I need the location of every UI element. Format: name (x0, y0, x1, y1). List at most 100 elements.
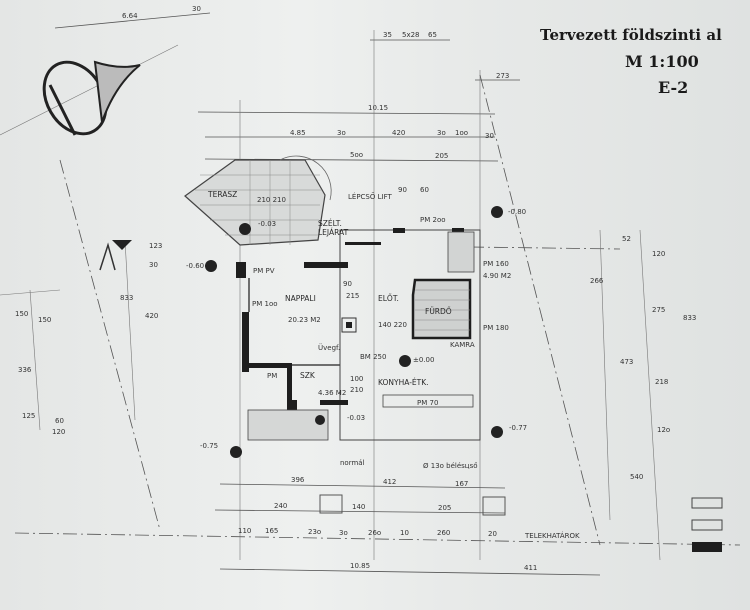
plan-annotation: 90 (343, 280, 352, 288)
room-label-kamra: KAMRA (450, 341, 475, 349)
room-label-szelfogo: SZÉLT. (318, 219, 342, 228)
plan-annotation: 110 (238, 527, 251, 535)
plan-annotation: PM 2oo (420, 216, 446, 224)
right-dimensions: 52 120 266 833 275 473 218 540 12o (590, 229, 723, 561)
plan-annotation: 150 (15, 310, 28, 318)
plan-annotation: 411 (524, 564, 537, 572)
plan-annotation: 205 (438, 504, 451, 512)
room-area-nappali: 20.23 M2 (288, 316, 321, 324)
plan-annotation: PM PV (253, 267, 275, 275)
plan-annotation: 3o (337, 129, 346, 137)
plan-annotation: 100 (350, 375, 363, 383)
plan-annotation: PM 1oo (252, 300, 278, 308)
room-label-lejarat: LEJÁRAT (318, 228, 349, 237)
plan-annotation: 833 (120, 294, 133, 302)
bottom-dimensions: 396 412 167 240 140 205 110 165 23o 3o 2… (214, 476, 601, 576)
room-area-szk: 4.36 M2 (318, 389, 346, 397)
plan-annotation: 420 (145, 312, 158, 320)
plan-annotation: 266 (590, 277, 604, 285)
plan-annotation: 65 (428, 31, 437, 39)
plan-annotation: PM 180 (483, 324, 509, 332)
property-line-left (59, 159, 161, 531)
plan-annotation: 218 (655, 378, 668, 386)
plan-annotation: 30 (192, 5, 201, 13)
plan-annotation: 60 (55, 417, 64, 425)
plan-annotation: 215 (346, 292, 359, 300)
plan-annotation: ±0.00 (413, 356, 434, 364)
room-area-furdo: 4.90 M2 (483, 272, 511, 280)
plan-annotation: 30 (149, 261, 158, 269)
plan-annotation: 20 (488, 530, 497, 538)
plan-annotation: 336 (18, 366, 32, 374)
plan-annotation: Ø 13o bélésцső (423, 461, 478, 470)
plan-annotation: -0.60 (186, 262, 204, 270)
plan-annotation: 1oo (455, 129, 468, 137)
plan-annotation: 396 (291, 476, 305, 484)
plan-annotation: PM 70 (417, 399, 438, 407)
plan-annotation: normál (340, 459, 365, 467)
plan-annotation: 420 (392, 129, 405, 137)
plan-annotation: 150 (38, 316, 51, 324)
room-label-eloter: ELŐT. (378, 294, 399, 303)
plan-annotation: 167 (455, 480, 468, 488)
plan-annotation: 26o (368, 529, 381, 537)
terrace: TERASZ 210 210 (184, 155, 332, 246)
plan-annotation: 412 (383, 478, 396, 486)
section-marker-a (99, 242, 116, 271)
plan-annotation: -0.77 (509, 424, 527, 432)
plan-annotation: 6.64 (122, 12, 138, 20)
plan-annotation: 5oo (350, 151, 363, 159)
plan-annotation: Üvegf. (318, 343, 340, 352)
north-arrow-icon (0, 44, 179, 136)
plan-annotation: 10.85 (350, 562, 370, 570)
plan-title: Tervezett földszinti al (540, 26, 722, 44)
plan-annotation: 10.15 (368, 104, 388, 112)
plan-annotation: BM 250 (360, 353, 386, 361)
left-dimensions: 150 150 336 125 60 120 833 420 123 30 (0, 239, 162, 436)
plan-annotation: 210 (350, 386, 363, 394)
plan-annotation: 240 (274, 502, 287, 510)
plan-annotation: 273 (496, 72, 509, 80)
plan-annotation: 120 (652, 250, 665, 258)
plan-annotation: 140 220 (378, 321, 407, 329)
plan-annotation: 23o (308, 528, 321, 536)
plan-annotation: 4.85 (290, 129, 306, 137)
plan-annotation: PM (267, 372, 277, 380)
plan-annotation: 205 (435, 152, 448, 160)
plan-annotation: 473 (620, 358, 633, 366)
plan-annotation: 60 (420, 186, 429, 194)
plan-annotation: 275 (652, 306, 665, 314)
plan-annotation: 120 (52, 428, 65, 436)
property-line-right (479, 74, 601, 546)
plan-annotation: -0.75 (200, 442, 218, 450)
level-markers: -0.80 -0.60 -0.03 ±0.00 -0.75 -0.77 -0.0… (186, 206, 527, 458)
plan-annotation: 210 210 (257, 196, 286, 204)
plan-scale: M 1:100 (625, 52, 699, 71)
room-label-nappali: NAPPALI (285, 294, 316, 303)
plan-annotation: 260 (437, 529, 450, 537)
house-walls (236, 228, 481, 441)
room-label-szk: SZK (300, 371, 316, 380)
plan-annotation: 35 (383, 31, 392, 39)
plan-annotation: -0.80 (508, 208, 526, 216)
plan-annotation: 540 (630, 473, 643, 481)
plan-annotation: 165 (265, 527, 278, 535)
plan-annotation: PM 160 (483, 260, 509, 268)
plan-annotation: 90 (398, 186, 407, 194)
plan-annotation: 3o (437, 129, 446, 137)
property-lines-label: TELEKHATÁROK (524, 531, 580, 540)
plan-annotation: 52 (622, 235, 631, 243)
plan-annotation: 10 (400, 529, 409, 537)
plan-annotation: 30 (485, 132, 494, 140)
room-label-furdo: FÜRDŐ (425, 307, 452, 316)
room-label-terasz: TERASZ (207, 190, 237, 199)
plan-annotation: 12o (657, 426, 670, 434)
plan-annotation: 3o (339, 529, 348, 537)
plan-annotation: 833 (683, 314, 696, 322)
plan-annotation: 123 (149, 242, 162, 250)
room-label-lepcso: LÉPCSŐ LIFT (348, 192, 392, 201)
plan-annotation: 140 (352, 503, 365, 511)
property-line-bottom (14, 532, 741, 546)
